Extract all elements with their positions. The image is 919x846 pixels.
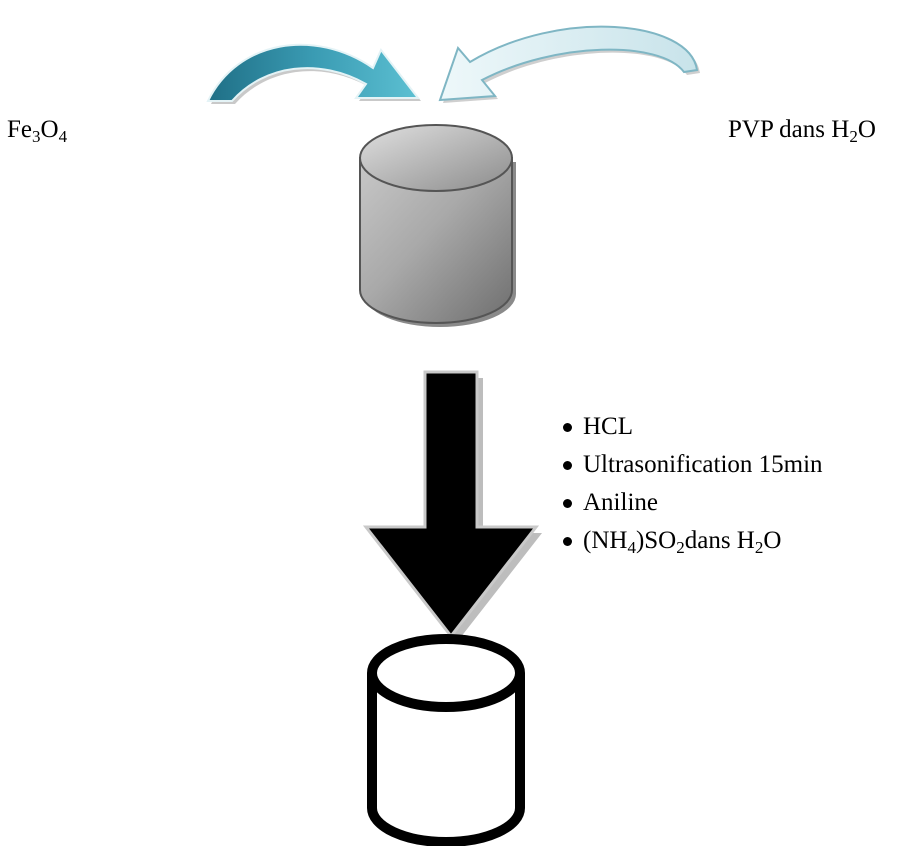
step-aniline: Aniline [563,484,823,522]
process-arrow [362,370,542,642]
step-ultrasonification: Ultrasonification 15min [563,446,823,484]
gray-beaker [359,124,516,327]
pvp-solution-label: PVP dans H2O [728,116,876,146]
fe3o4-label: Fe3O4 [7,116,68,146]
step-persulfate: (NH4)SO2dans H2O [563,522,823,560]
bullet-icon [563,499,572,508]
product-beaker [367,634,525,846]
left-curved-arrow [206,43,421,104]
bullet-icon [563,461,572,470]
step-hcl: HCL [563,408,823,446]
bullet-icon [563,537,572,546]
right-curved-arrow [438,25,700,104]
bullet-icon [563,423,572,432]
process-steps-list: HCL Ultrasonification 15min Aniline (NH4… [563,408,823,560]
